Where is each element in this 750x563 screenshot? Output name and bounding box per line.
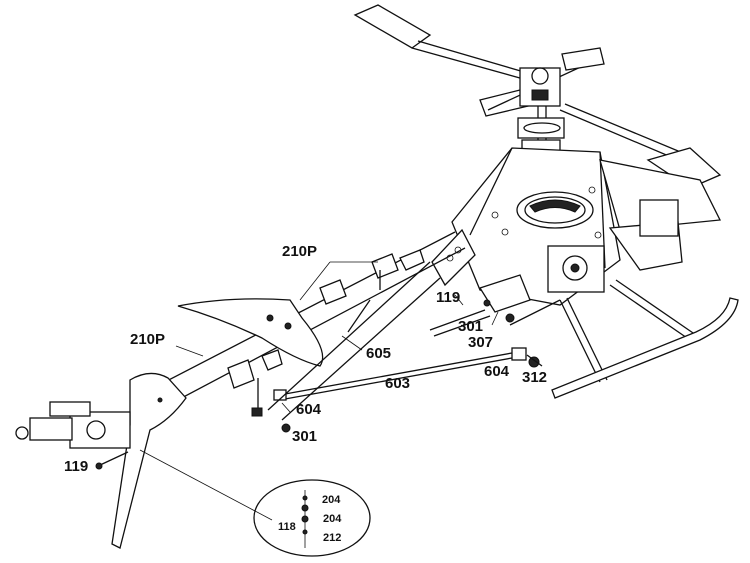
inset-label-204-a: 204 [322,494,341,506]
inset-label-212: 212 [323,532,341,544]
leader-lines [139,261,499,521]
label-301-lower: 301 [292,428,317,445]
tail-hub-detail-inset: 204 204 118 212 [253,479,371,557]
label-312: 312 [522,369,547,386]
label-603: 603 [385,375,410,392]
label-604-right: 604 [484,363,510,380]
body-frame [431,147,722,313]
inset-label-118: 118 [278,521,296,533]
label-605: 605 [366,345,391,362]
label-307: 307 [468,334,493,351]
landing-skid [429,279,739,399]
label-210p-top: 210P [282,243,317,260]
inset-label-204-b: 204 [323,513,342,525]
pushrod-assembly [251,261,543,433]
label-119-body: 119 [436,289,460,306]
part-labels: 210P 210P 119 301 307 605 604 603 604 31… [64,243,547,475]
label-119-tail: 119 [64,458,88,475]
tail-boom [15,231,466,549]
label-301-body: 301 [458,318,483,335]
label-210p-left: 210P [130,331,165,348]
label-604-mid: 604 [296,401,322,418]
